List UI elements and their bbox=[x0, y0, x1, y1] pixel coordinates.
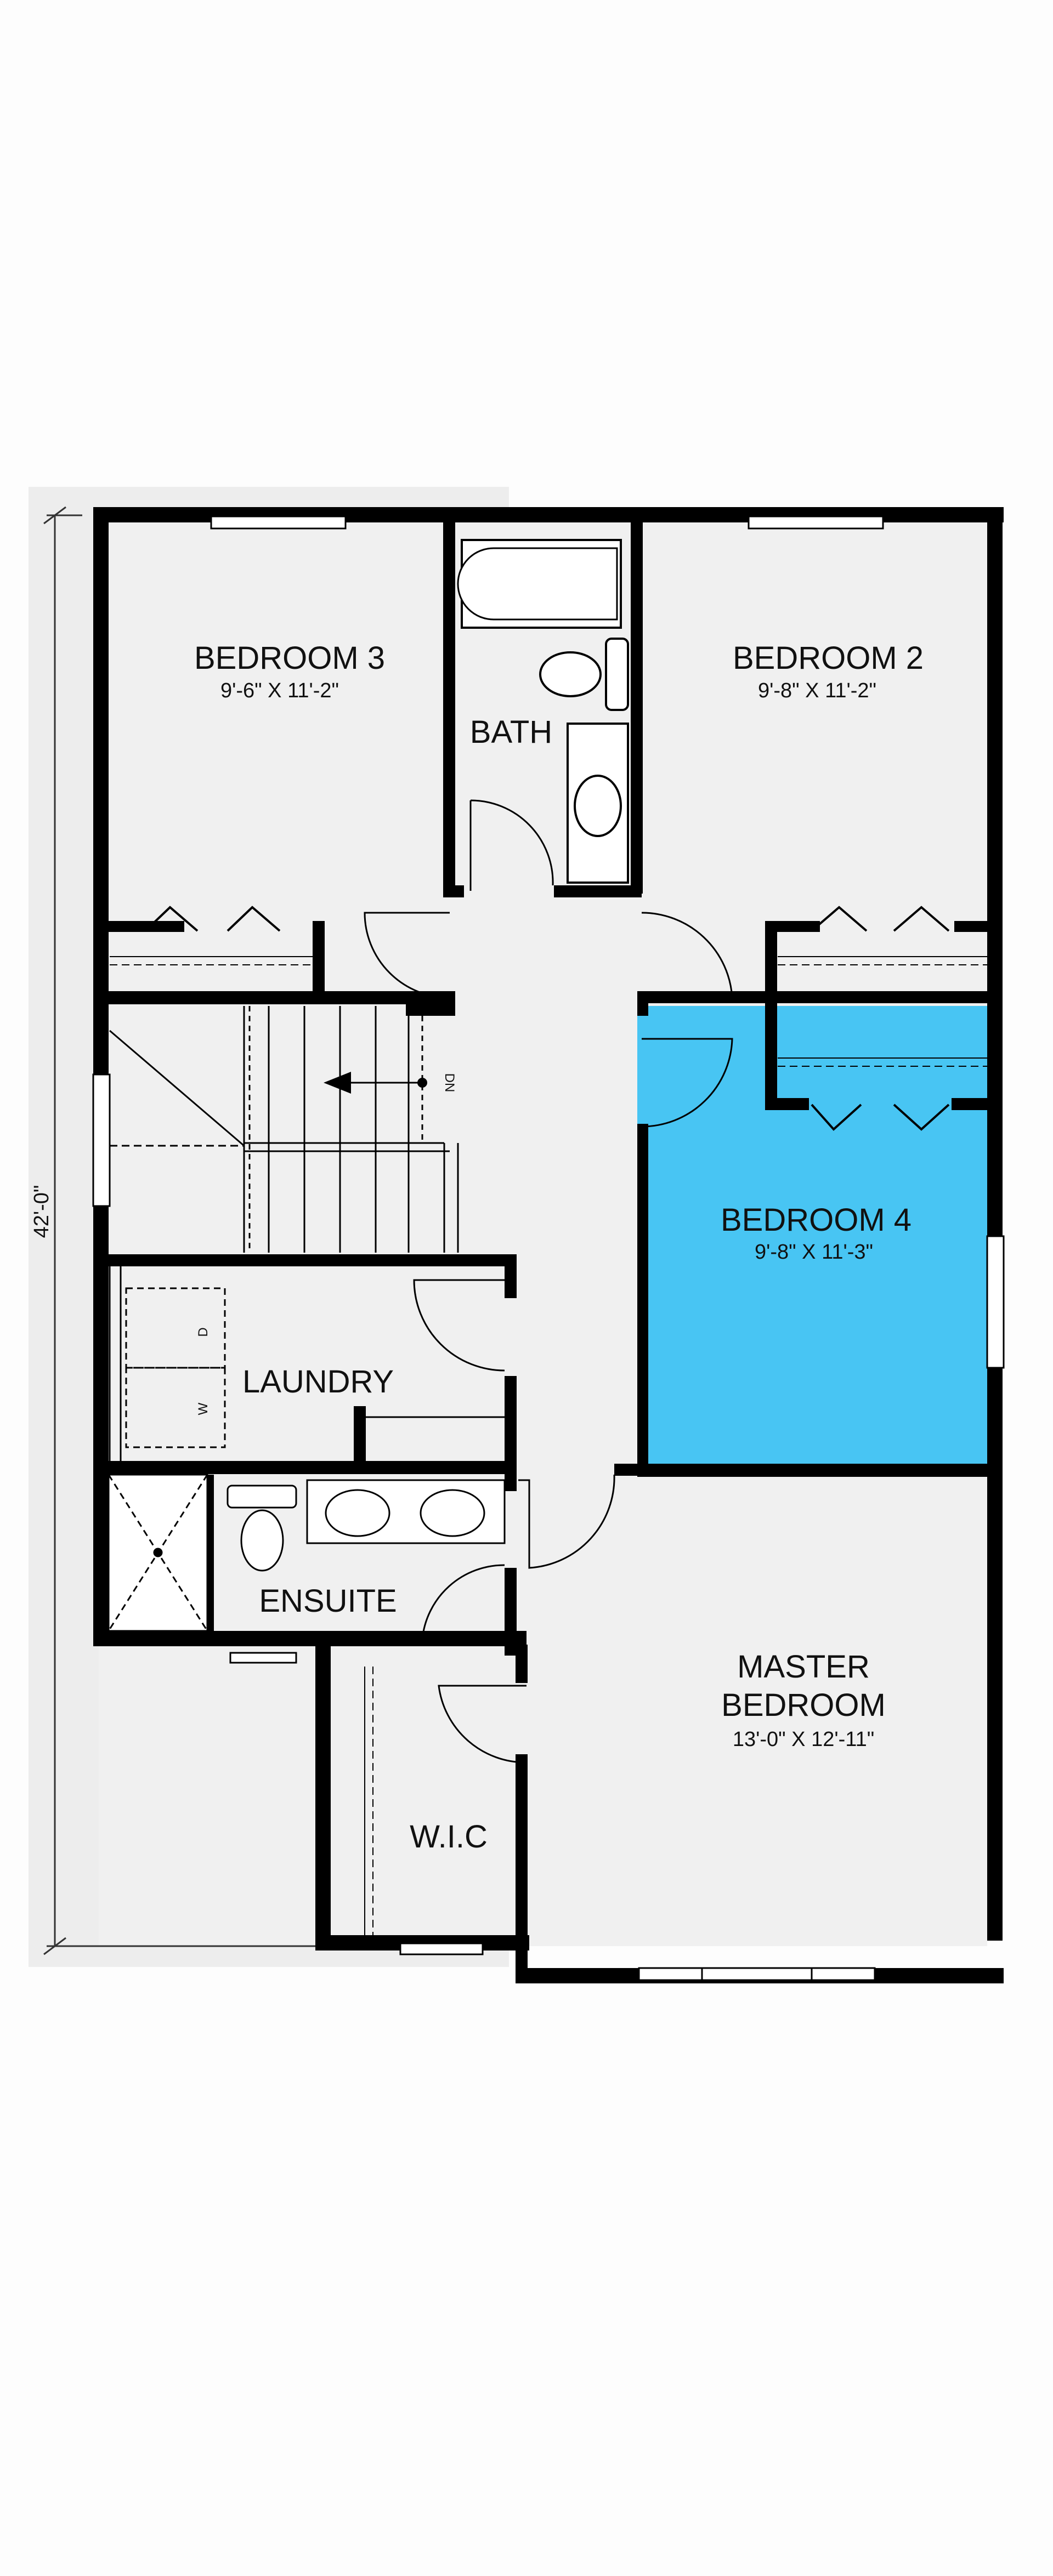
closet-shelves bbox=[110, 956, 987, 1935]
walls bbox=[93, 507, 1004, 1983]
bath-fixtures bbox=[457, 539, 629, 884]
ensuite-fixtures bbox=[107, 1474, 506, 1632]
windows bbox=[92, 515, 1005, 1981]
master-size: 13'-0" X 12'-11" bbox=[733, 1728, 874, 1751]
stair-arrow bbox=[324, 1072, 427, 1094]
wic-name: W.I.C bbox=[410, 1819, 488, 1855]
bedroom-2-name: BEDROOM 2 bbox=[733, 640, 924, 676]
ensuite-name: ENSUITE bbox=[259, 1583, 397, 1619]
master-name-line-1: MASTER bbox=[737, 1649, 870, 1685]
stairs bbox=[109, 1006, 459, 1253]
bedroom-4-highlight bbox=[637, 1006, 987, 1475]
laundry-appliances bbox=[125, 1287, 226, 1448]
bedroom-2-size: 9'-8" X 11'-2" bbox=[758, 679, 876, 702]
stair-direction-label: DN bbox=[442, 1073, 457, 1093]
master-name-line-2: BEDROOM bbox=[721, 1687, 886, 1723]
room-labels: BEDROOM 3 9'-6" X 11'-2" BEDROOM 2 9'-8"… bbox=[194, 640, 924, 1855]
bedroom-4-size: 9'-8" X 11'-3" bbox=[755, 1241, 873, 1264]
laundry-counter bbox=[109, 1266, 505, 1461]
bedroom-3-size: 9'-6" X 11'-2" bbox=[220, 679, 339, 702]
laundry-name: LAUNDRY bbox=[242, 1364, 394, 1400]
bedroom-3-name: BEDROOM 3 bbox=[194, 640, 385, 676]
washer-label: W bbox=[196, 1402, 211, 1415]
bedroom-4-name: BEDROOM 4 bbox=[721, 1202, 912, 1238]
overall-dimension-text: 42'-0" bbox=[30, 1185, 53, 1238]
doors bbox=[364, 799, 733, 1764]
bath-name: BATH bbox=[470, 714, 552, 750]
dryer-label: D bbox=[196, 1327, 211, 1337]
closet-doors bbox=[144, 906, 950, 1131]
